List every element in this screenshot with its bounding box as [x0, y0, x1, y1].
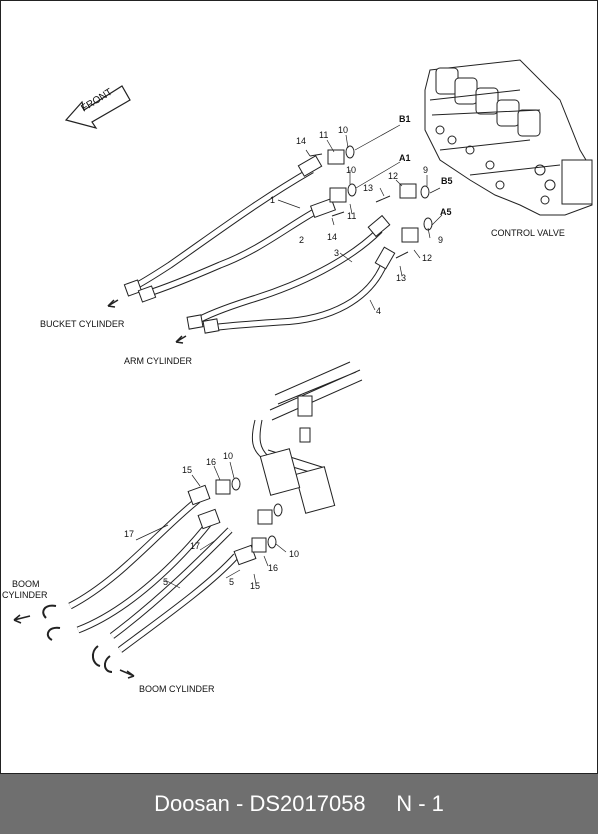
- callout-9: 9: [438, 235, 444, 245]
- control-valve-label: CONTROL VALVE: [491, 228, 565, 238]
- hose-17-a: [68, 497, 201, 610]
- callout-13: 13: [396, 273, 407, 283]
- callout-11: 11: [319, 130, 329, 140]
- footer-part-number: Doosan - DS2017058 N - 1: [154, 791, 444, 816]
- callout-3: 3: [334, 248, 340, 258]
- port-a1-label: A1: [399, 153, 411, 163]
- footer-bar: Doosan - DS2017058 N - 1: [0, 774, 598, 834]
- callout-10: 10: [223, 451, 234, 461]
- callout-17: 17: [190, 541, 201, 551]
- hose-3: [193, 227, 383, 326]
- callout-15: 15: [182, 465, 193, 475]
- hose-5-a: [76, 519, 213, 634]
- hose-1: [130, 166, 314, 292]
- hose-17-b: [109, 527, 233, 639]
- leader-lines-upper: [277, 124, 443, 311]
- boom-pipe-structure: [251, 361, 363, 514]
- callout-5: 5: [163, 577, 169, 587]
- callout-12: 12: [388, 171, 399, 181]
- callout-16: 16: [206, 457, 217, 467]
- callout-1: 1: [270, 195, 276, 205]
- callout-12: 12: [422, 253, 433, 263]
- flange-fittings-lower: [187, 477, 283, 566]
- front-arrow-icon: [64, 85, 131, 129]
- callout-5: 5: [229, 577, 235, 587]
- callout-4: 4: [376, 306, 382, 316]
- diagram-sheet: FRONT BUCKET CYLINDER ARM CYLINDER CONTR…: [0, 0, 598, 774]
- bucket-cylinder-label: BUCKET CYLINDER: [40, 319, 125, 329]
- callout-14: 14: [296, 136, 307, 146]
- callout-15: 15: [250, 581, 261, 591]
- callout-14: 14: [327, 232, 338, 242]
- leader-lines-lower: [135, 461, 287, 589]
- callout-10: 10: [346, 165, 357, 175]
- callout-10: 10: [289, 549, 300, 559]
- callout-16: 16: [268, 563, 279, 573]
- port-a5-label: A5: [440, 207, 452, 217]
- control-valve-illustration: [424, 59, 593, 216]
- hose-2: [144, 206, 320, 298]
- flange-fittings-upper: [309, 145, 433, 259]
- hose-4: [209, 260, 389, 332]
- callout-2: 2: [299, 235, 305, 245]
- callout-10: 10: [338, 125, 349, 135]
- port-b1-label: B1: [399, 114, 411, 124]
- boom-cylinder-bottom-label: BOOM CYLINDER: [139, 684, 215, 694]
- boom-cylinder-left-label-line1: BOOM: [12, 579, 40, 589]
- callout-13: 13: [363, 183, 374, 193]
- arm-cylinder-label: ARM CYLINDER: [124, 356, 193, 366]
- boom-cylinder-left-label-line2: CYLINDER: [2, 590, 48, 600]
- callout-17: 17: [124, 529, 135, 539]
- hose-5-b: [117, 553, 239, 653]
- port-b5-label: B5: [441, 176, 453, 186]
- callout-9: 9: [423, 165, 429, 175]
- hydraulic-hose-diagram: [13, 59, 593, 679]
- callout-11: 11: [347, 211, 357, 221]
